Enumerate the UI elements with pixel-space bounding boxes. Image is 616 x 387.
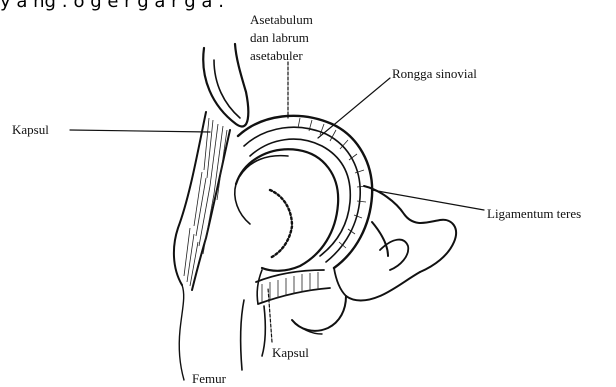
capsule-lower-band xyxy=(256,270,330,356)
pelvis-outline xyxy=(203,44,248,126)
leader-lines xyxy=(70,62,484,342)
label-asetabulum-line1: Asetabulum xyxy=(250,12,313,27)
capsule-left-band xyxy=(174,112,230,380)
label-asetabulum-line2: dan labrum xyxy=(250,30,309,45)
femoral-head xyxy=(235,149,338,270)
label-femur: Femur xyxy=(192,371,227,386)
label-rongga-sinovial: Rongga sinovial xyxy=(392,66,477,81)
diagram-labels: Asetabulum dan labrum asetabuler Rongga … xyxy=(12,12,581,386)
label-asetabulum-line3: asetabuler xyxy=(250,48,303,63)
label-kapsul-bottom: Kapsul xyxy=(272,345,309,360)
acetabulum-cup xyxy=(238,116,372,268)
label-ligamentum-teres: Ligamentum teres xyxy=(487,206,581,221)
ligament-outer xyxy=(292,186,456,331)
label-kapsul-left: Kapsul xyxy=(12,122,49,137)
